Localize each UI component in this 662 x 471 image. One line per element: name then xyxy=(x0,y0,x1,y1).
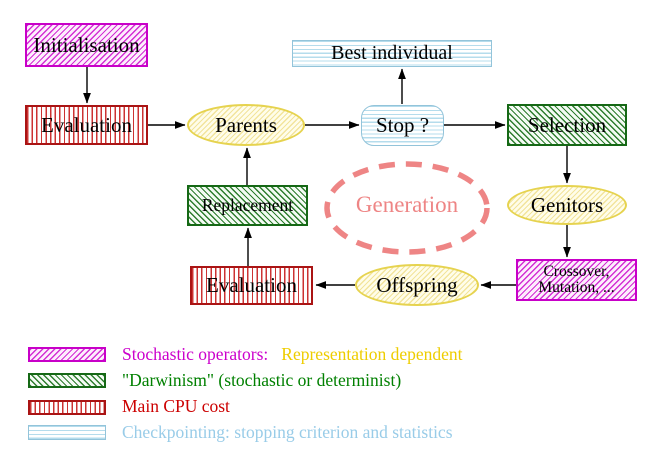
node-stop: Stop ? xyxy=(361,105,444,146)
legend-swatch-darwinism xyxy=(28,373,106,388)
legend-label-checkpointing: Checkpointing: stopping criterion and st… xyxy=(122,422,453,442)
node-offspring-label: Offspring xyxy=(376,272,458,297)
node-best-individual: Best individual xyxy=(292,40,492,67)
legend-row-stochastic-operators: Stochastic operators: Representation depe… xyxy=(122,344,463,365)
node-initialisation: Initialisation xyxy=(25,23,148,67)
node-evaluation-top-label: Evaluation xyxy=(41,112,132,137)
node-evaluation-bottom-label: Evaluation xyxy=(206,273,297,298)
node-crossover-line1: Crossover, xyxy=(543,262,610,280)
legend-row-checkpointing: Checkpointing: stopping criterion and st… xyxy=(122,422,453,443)
legend-label-stochastic-operators: Stochastic operators: xyxy=(122,344,269,364)
node-evaluation-bottom: Evaluation xyxy=(190,266,313,305)
node-replacement: Replacement xyxy=(187,185,308,226)
legend-label-main-cpu-cost: Main CPU cost xyxy=(122,396,230,416)
node-crossover-mutation: Crossover, Mutation, ... xyxy=(516,259,637,301)
node-offspring: Offspring xyxy=(355,264,479,306)
node-best-individual-label: Best individual xyxy=(331,42,453,64)
node-genitors: Genitors xyxy=(507,185,627,225)
legend-label-darwinism: "Darwinism" (stochastic or determinist) xyxy=(122,370,402,390)
legend-row-darwinism: "Darwinism" (stochastic or determinist) xyxy=(122,370,401,391)
legend-swatch-stochastic-operators xyxy=(28,347,106,362)
node-initialisation-label: Initialisation xyxy=(33,32,140,57)
node-selection-label: Selection xyxy=(527,112,607,137)
node-stop-label: Stop ? xyxy=(375,113,430,138)
node-replacement-label: Replacement xyxy=(201,195,294,216)
generation-label: Generation xyxy=(355,192,459,217)
legend-label-representation-dependent: Representation dependent xyxy=(281,344,463,364)
legend-row-main-cpu-cost: Main CPU cost xyxy=(122,396,230,417)
node-evaluation-top: Evaluation xyxy=(25,105,148,145)
node-parents: Parents xyxy=(187,104,305,146)
legend-swatch-checkpointing xyxy=(28,425,106,440)
legend-swatch-main-cpu-cost xyxy=(28,400,106,415)
node-genitors-label: Genitors xyxy=(530,192,604,217)
node-parents-label: Parents xyxy=(215,112,277,137)
node-selection: Selection xyxy=(507,104,627,146)
node-crossover-line2: Mutation, ... xyxy=(538,279,615,296)
